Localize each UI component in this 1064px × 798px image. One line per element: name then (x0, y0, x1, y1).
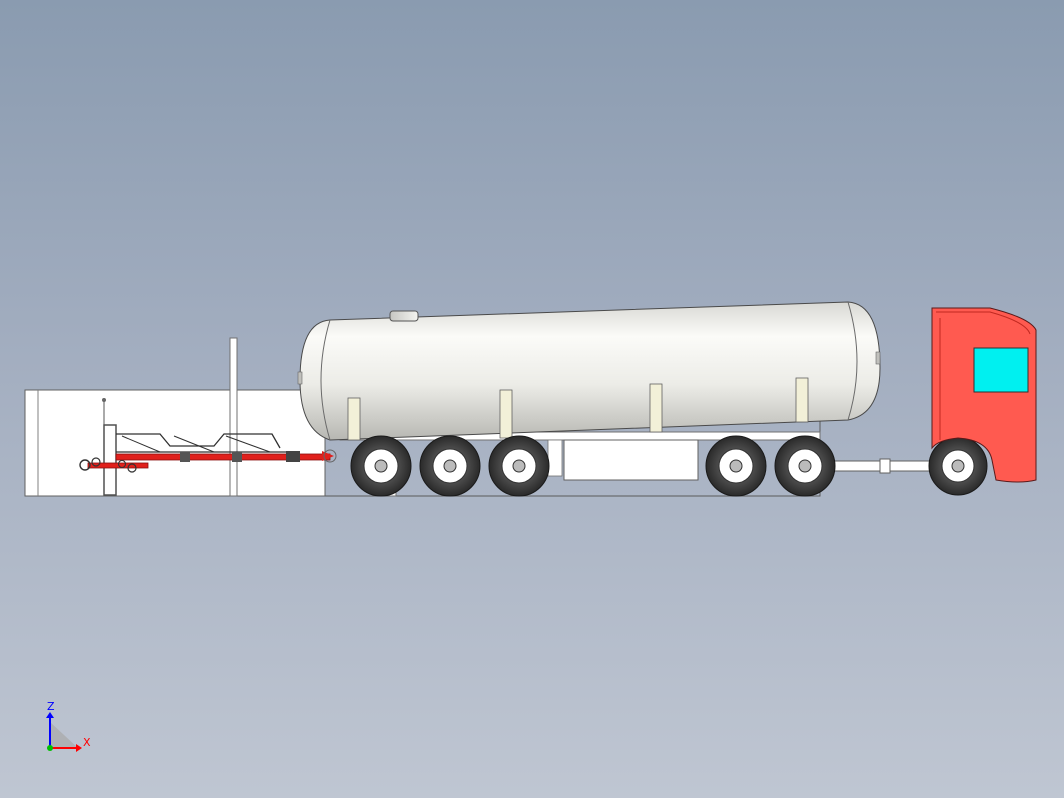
platform-post-left (229, 337, 238, 497)
tank-supports (347, 377, 809, 441)
valve-handwheel-3[interactable] (127, 463, 137, 473)
cab-window (973, 347, 1029, 393)
valve-handwheel-1[interactable] (79, 459, 91, 471)
arm-brace-2 (173, 435, 215, 453)
arm-swivel[interactable] (323, 449, 337, 463)
arm-brace-1 (121, 435, 161, 453)
trailer-chassis[interactable] (339, 431, 935, 481)
tank-support (795, 377, 809, 423)
tank-manhole[interactable] (389, 310, 419, 322)
arm-pipe-lower (87, 462, 149, 469)
x-axis-arrow (76, 744, 82, 752)
tank-support (347, 397, 361, 441)
valve-handwheel-2[interactable] (91, 457, 101, 467)
wheel (928, 436, 988, 496)
arm-coupling-3 (286, 451, 300, 462)
x-axis-label: X (83, 736, 91, 749)
arm-truss-upper (116, 433, 281, 449)
wheel (419, 435, 481, 497)
tank[interactable] (297, 301, 881, 441)
axis-triad: Z X (46, 700, 91, 752)
wheel (488, 435, 550, 497)
vent-tip (102, 398, 106, 402)
truck-cab[interactable] (931, 307, 1037, 483)
arm-brace-3 (225, 435, 271, 453)
wheel (350, 435, 412, 497)
tank-end-rear (320, 319, 331, 441)
cab-roof-line (936, 311, 1031, 335)
platform-upright (103, 424, 117, 496)
loading-platform[interactable] (24, 337, 821, 497)
side-guard (547, 439, 563, 477)
wheel (705, 435, 767, 497)
arm-coupling-1 (180, 452, 190, 462)
valve-handwheel-4[interactable] (117, 459, 127, 469)
tow-hitch (879, 458, 891, 474)
wheel (774, 435, 836, 497)
arm-coupling-2 (232, 452, 242, 462)
triad-origin (47, 745, 53, 751)
tank-rear-cap (297, 371, 303, 385)
tank-support (649, 383, 663, 433)
side-box (563, 439, 699, 481)
platform-face (24, 389, 326, 497)
tank-front-cap (875, 351, 881, 365)
z-axis-arrow (46, 712, 54, 718)
loading-arm[interactable] (79, 433, 337, 473)
z-axis-label: Z (47, 700, 55, 713)
triad-plane (50, 722, 78, 748)
tank-shell (299, 301, 881, 441)
wheels (350, 435, 988, 497)
tank-end-front (847, 301, 858, 421)
tank-support (499, 389, 513, 439)
